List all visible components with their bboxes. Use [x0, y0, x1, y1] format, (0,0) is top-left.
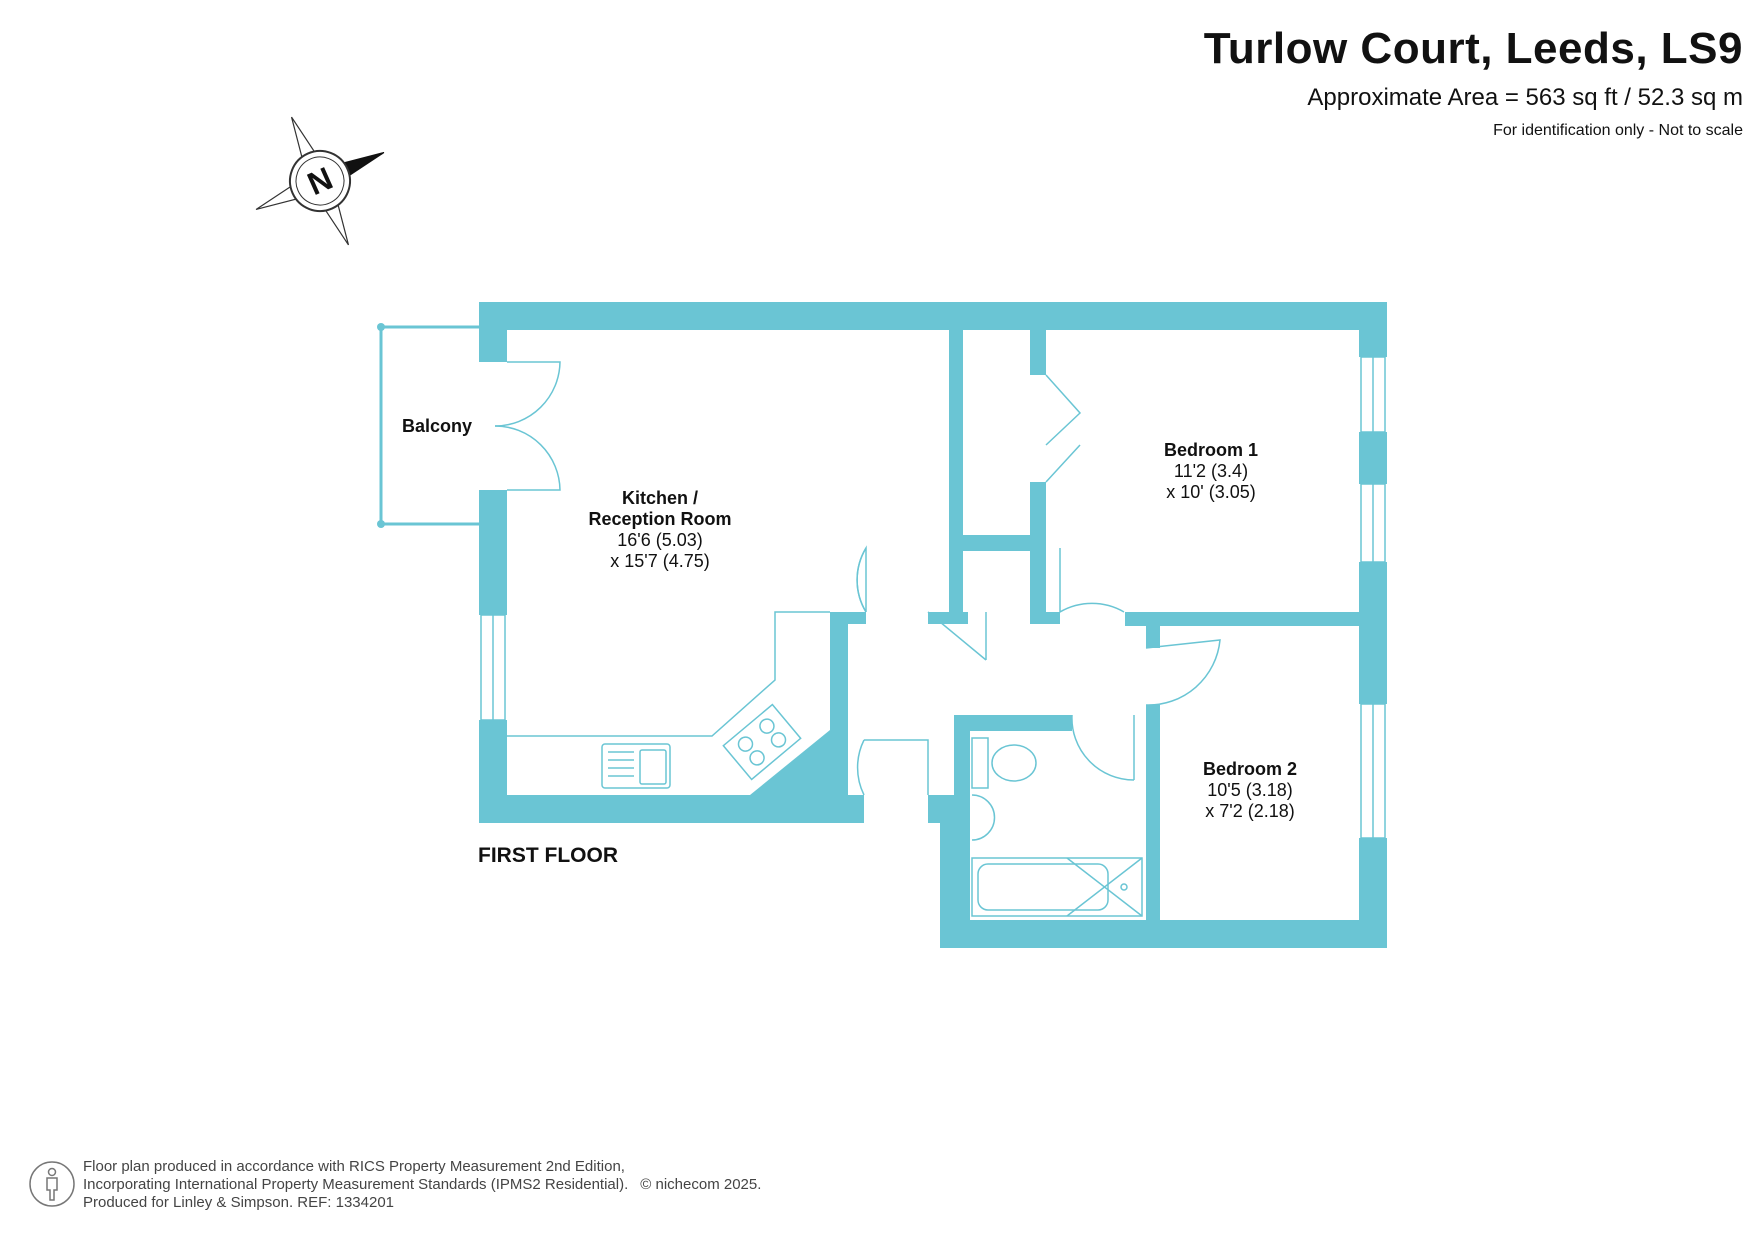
walls: [479, 302, 1387, 948]
room-dim-bedroom-2-b: x 7'2 (2.18): [1205, 801, 1294, 821]
footer-line-1: Floor plan produced in accordance with R…: [83, 1158, 625, 1175]
room-dim-kitchen-2: x 15'7 (4.75): [610, 551, 710, 571]
room-label-bedroom-2: Bedroom 2: [1203, 759, 1297, 779]
doors: [494, 361, 1221, 796]
balcony-outline: [379, 325, 479, 526]
identification-note: For identification only - Not to scale: [1493, 122, 1743, 139]
footer-line-2: Incorporating International Property Mea…: [83, 1176, 761, 1194]
room-dim-bedroom-1-a: 11'2 (3.4): [1174, 461, 1248, 481]
footer-line-2-text: Incorporating International Property Mea…: [83, 1176, 629, 1193]
windows: [480, 356, 1386, 839]
room-dim-bedroom-1-b: x 10' (3.05): [1166, 482, 1255, 502]
footer: Floor plan produced in accordance with R…: [83, 1158, 761, 1212]
person-scale-icon: [29, 1161, 75, 1207]
room-label-balcony: Balcony: [402, 416, 472, 436]
room-label-bedroom-1: Bedroom 1: [1164, 440, 1258, 460]
bathroom-fixtures: [971, 737, 1143, 917]
room-dim-kitchen-1: 16'6 (5.03): [617, 530, 703, 550]
room-label-kitchen-line2: Reception Room: [588, 509, 731, 529]
plan-title: Turlow Court, Leeds, LS9: [1203, 24, 1743, 73]
floor-label: FIRST FLOOR: [478, 844, 618, 867]
room-dim-bedroom-2-a: 10'5 (3.18): [1207, 780, 1293, 800]
north-arrow-icon: N: [255, 116, 385, 246]
footer-copyright: © nichecom 2025.: [640, 1176, 762, 1193]
footer-line-3: Produced for Linley & Simpson. REF: 1334…: [83, 1194, 395, 1211]
kitchen-counter: [507, 611, 830, 789]
approximate-area: Approximate Area = 563 sq ft / 52.3 sq m: [1307, 84, 1743, 111]
room-label-kitchen-line1: Kitchen /: [622, 488, 698, 508]
